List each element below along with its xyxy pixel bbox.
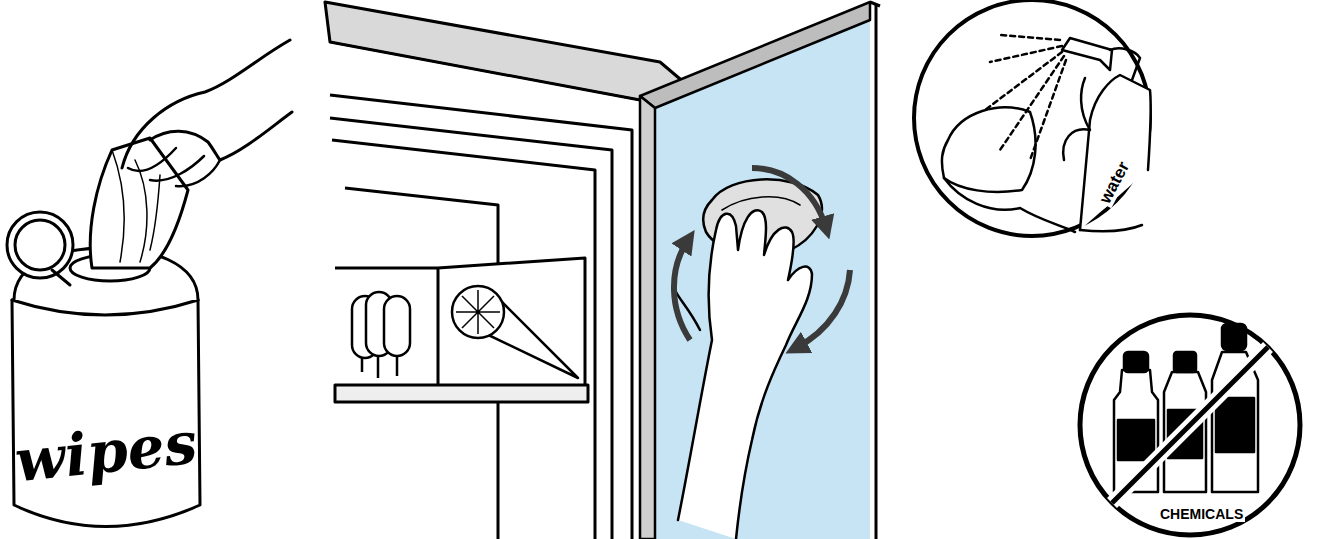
canister-label: wipes	[12, 414, 199, 491]
wiping-hand	[676, 179, 822, 539]
fridge-door	[640, 2, 880, 539]
wipes-canister	[7, 40, 292, 527]
prohibition-label: CHEMICALS	[1158, 506, 1245, 522]
no-chemicals-icon	[1080, 315, 1300, 535]
spray-water-icon	[914, 0, 1151, 236]
circular-arrows	[674, 168, 850, 348]
fridge	[325, 2, 686, 539]
